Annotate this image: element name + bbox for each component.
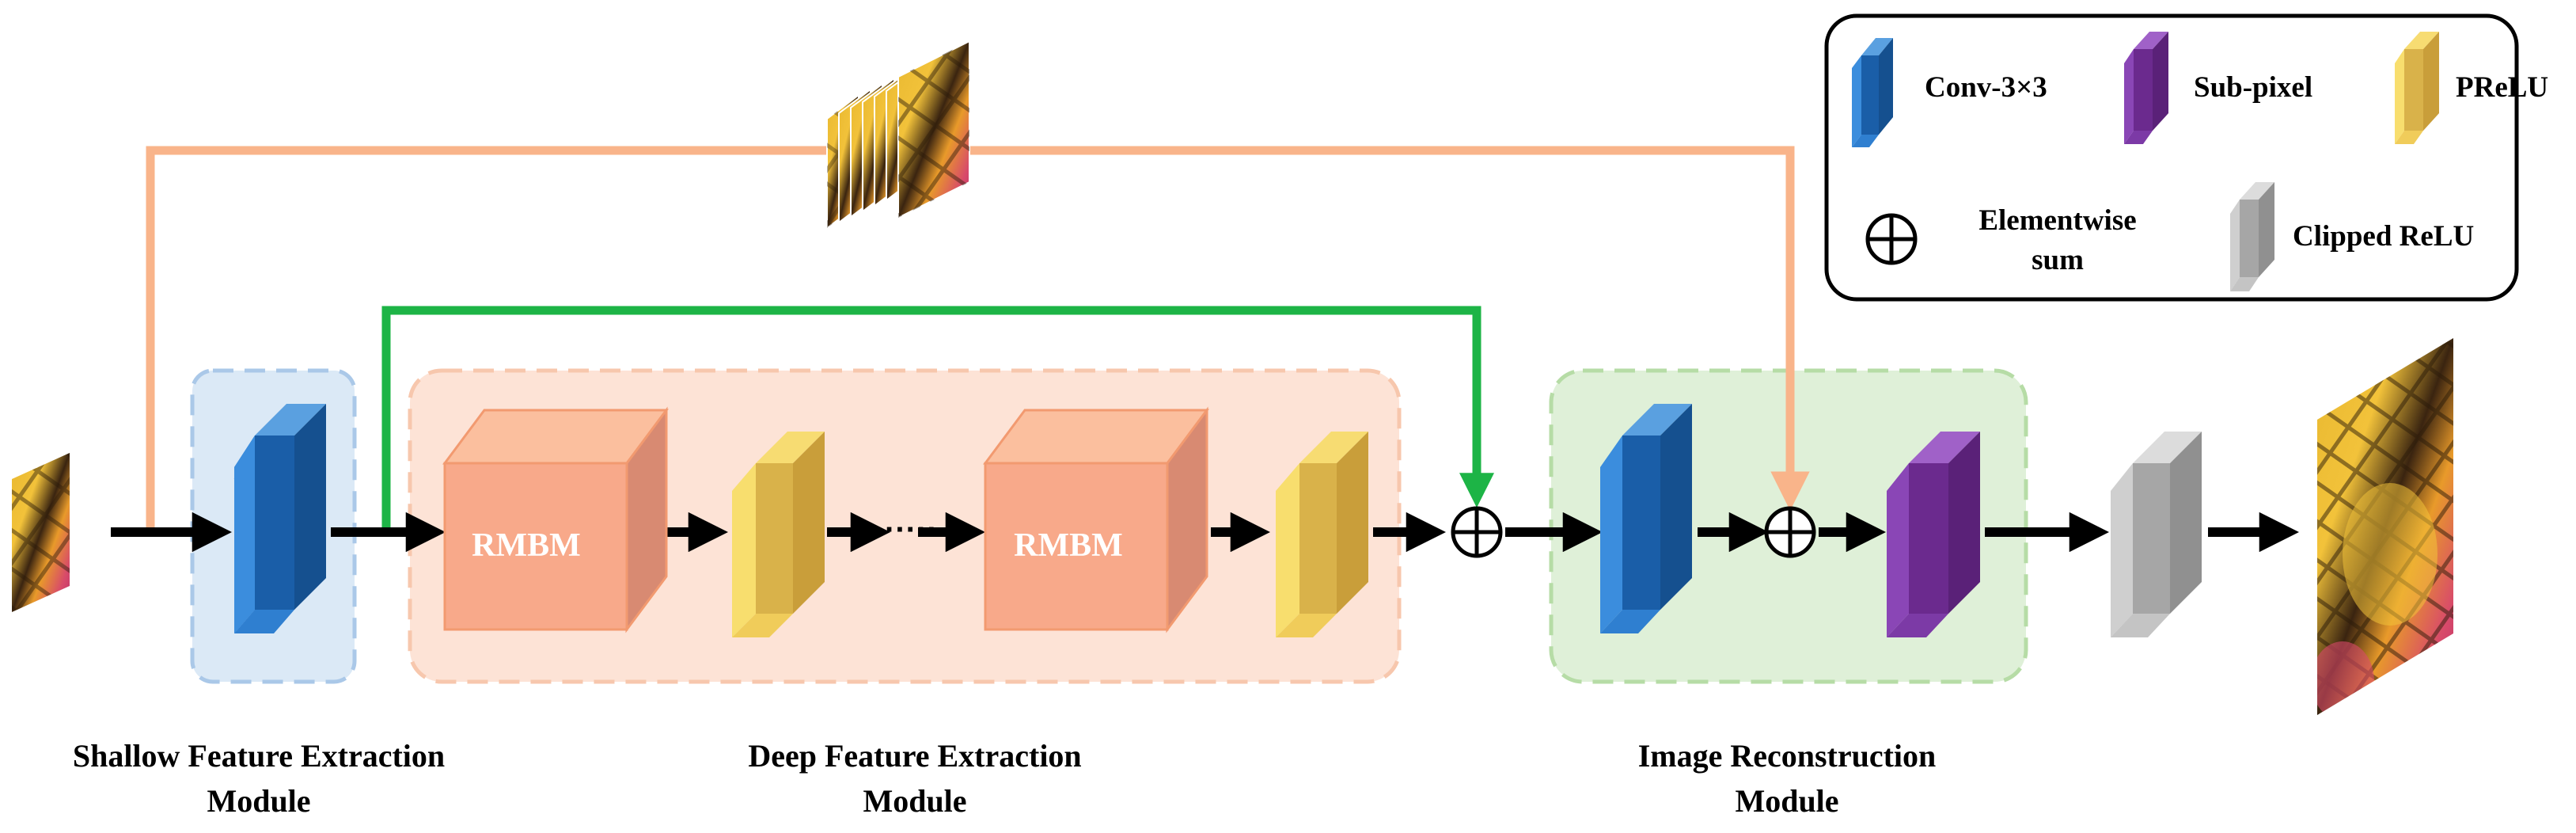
legend-prelu-icon (2395, 32, 2439, 144)
legend-sum-label-line2: sum (2032, 244, 2084, 276)
recon-module-label-line1: Image Reconstruction (1638, 738, 1937, 774)
legend-box (1824, 13, 2519, 302)
legend-clipped-relu-label: Clipped ReLU (2293, 220, 2474, 253)
legend-conv-label: Conv-3×3 (1925, 71, 2047, 104)
subpixel-block (1887, 432, 1980, 637)
shallow-module-label-line2: Module (207, 783, 310, 819)
legend: Conv-3×3 Sub-pixel PReLU Elementwise sum (1824, 13, 2548, 302)
recon-module-label-line2: Module (1735, 783, 1838, 819)
residual-skip-connection (381, 306, 1494, 532)
elementwise-sum-icon (1764, 506, 1816, 558)
legend-clipped-relu-icon (2230, 182, 2274, 291)
sr-image-output (2317, 338, 2453, 715)
legend-prelu-label: PReLU (2456, 71, 2548, 104)
conv-block-shallow (233, 404, 326, 633)
legend-sum-label-line1: Elementwise (1978, 204, 2136, 237)
rmbm-label-1: RMBM (472, 527, 581, 564)
rmbm-label-2: RMBM (1014, 527, 1123, 564)
clipped-relu-block (2111, 432, 2202, 637)
legend-conv-icon (1852, 38, 1893, 147)
rmbm-block-2: RMBM (983, 406, 1209, 633)
prelu-block-1 (732, 432, 825, 637)
module-labels: Shallow Feature Extraction Module Deep F… (73, 738, 1936, 819)
deep-module-label-line1: Deep Feature Extraction (748, 738, 1081, 774)
prelu-block-2 (1276, 432, 1368, 637)
legend-subpixel-icon (2124, 32, 2168, 144)
elementwise-sum-icon (1865, 213, 1918, 265)
lr-image-thumbnail (12, 453, 70, 612)
shallow-module-label-line1: Shallow Feature Extraction (73, 738, 445, 774)
legend-subpixel-label: Sub-pixel (2194, 71, 2312, 104)
lr-image-stack (826, 40, 970, 230)
elementwise-sum-icon (1451, 506, 1503, 558)
conv-block-recon (1600, 404, 1692, 633)
rmbm-block-1: RMBM (442, 406, 669, 633)
deep-module-label-line2: Module (863, 783, 966, 819)
ellipsis-dots: ····· (885, 512, 938, 547)
